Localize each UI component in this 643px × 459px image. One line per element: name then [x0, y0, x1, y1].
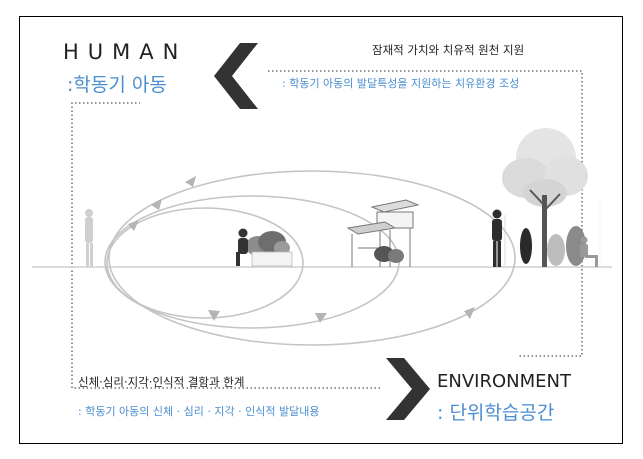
bottom-left-caption: 신체·심리·지각·인식적 결함과 한계: [78, 375, 245, 389]
right-chevron-icon: [386, 358, 430, 420]
seated-person-icon: [580, 236, 598, 267]
top-right-caption: 잠재적 가치와 치유적 원천 지원: [372, 43, 525, 57]
bench-shrub-icon: [236, 228, 293, 267]
flow-arrow-icon: [208, 310, 220, 321]
human-title: HUMAN: [63, 40, 188, 64]
human-subtitle: :학동기 아동: [67, 74, 167, 96]
pavilion-icon: [346, 199, 420, 267]
flow-arrow-icon: [128, 220, 139, 231]
standing-person-icon: [492, 209, 502, 267]
flow-arrow-icon: [151, 199, 162, 210]
pavilion-shrub-icon: [374, 246, 404, 263]
environment-subtitle: : 단위학습공간: [437, 402, 555, 424]
flow-arrow-icon: [464, 307, 475, 319]
flow-arrow-icon: [185, 176, 196, 187]
bottom-left-description: : 학동기 아동의 신체 · 심리 · 지각 · 인식적 발달내용: [78, 405, 320, 418]
flow-arrow-icon: [315, 313, 327, 323]
person-silhouette-icon: [85, 209, 93, 267]
right-shrubs-icon: [520, 226, 586, 266]
environment-title: ENVIRONMENT: [437, 371, 571, 392]
top-right-description: : 학동기 아동의 발달특성을 지원하는 치유환경 조성: [282, 77, 520, 90]
left-chevron-icon: [214, 43, 258, 109]
inner-ellipse: [106, 207, 304, 319]
top-dotted-connector: [268, 70, 583, 357]
tree-icon: [502, 128, 588, 267]
outer-ellipse: [108, 170, 516, 346]
